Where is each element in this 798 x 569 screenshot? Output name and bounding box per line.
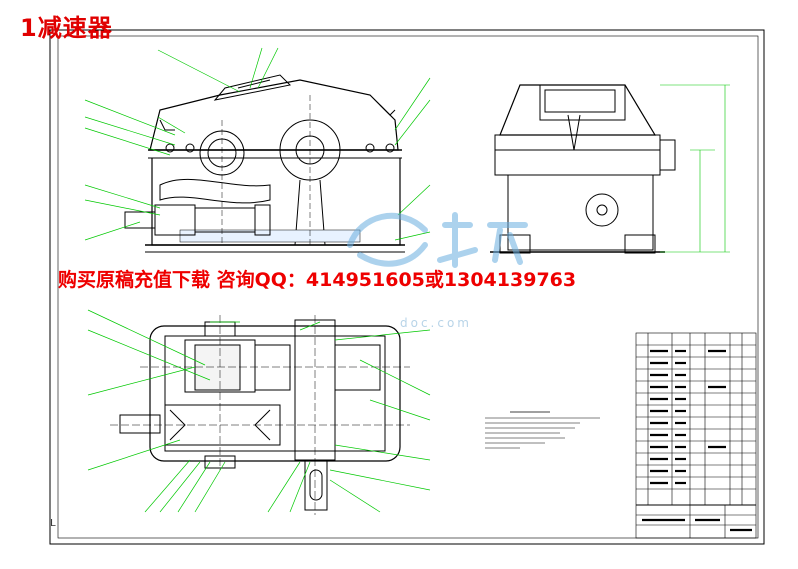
technical-notes — [485, 411, 600, 449]
front-leaders — [84, 47, 431, 241]
watermark-text: doc.com — [400, 316, 472, 330]
side-dimensions — [660, 84, 730, 253]
purchase-banner: 购买原稿充值下载 咨询QQ：414951605或1304139763 — [58, 269, 577, 291]
front-view — [124, 74, 405, 253]
corner-mark: L — [50, 518, 57, 529]
outer-frame — [49, 29, 765, 545]
plan-view — [110, 315, 410, 515]
drawing-title: 1减速器 — [20, 14, 113, 42]
inner-frame — [57, 35, 759, 539]
parts-list-table — [635, 332, 757, 539]
plan-leaders — [87, 309, 431, 513]
parts-list-fill — [642, 349, 752, 532]
watermark-logo-icon — [347, 212, 528, 268]
